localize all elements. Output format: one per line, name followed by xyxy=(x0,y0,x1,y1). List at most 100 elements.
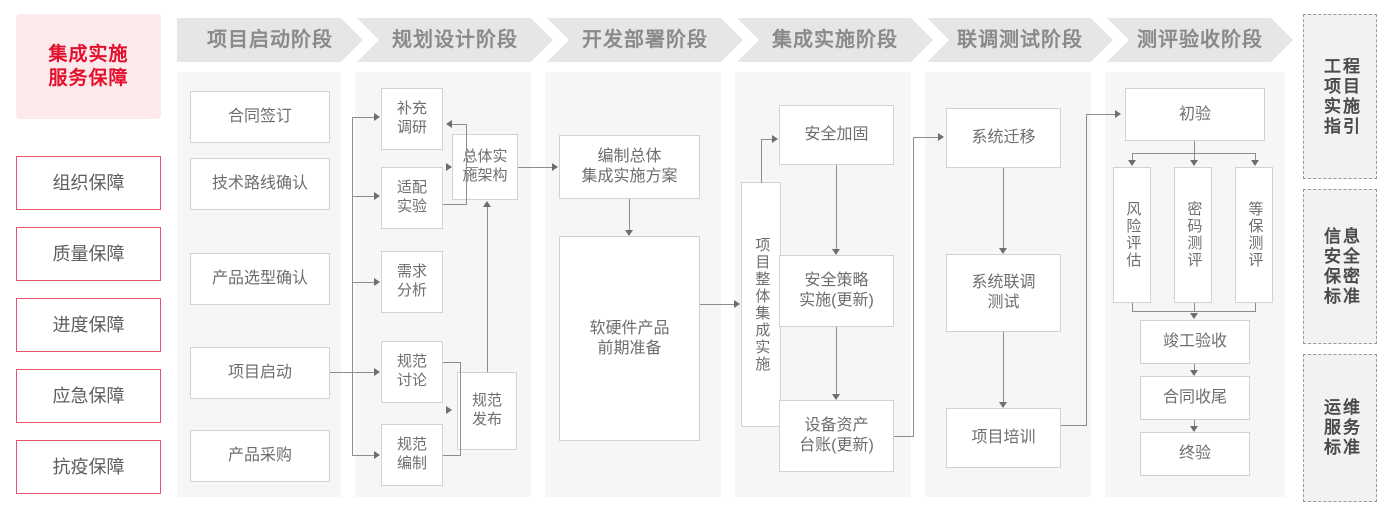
reference-ops-standard-col-left: 运服标 xyxy=(1321,398,1340,458)
conn-merge-vert-p2b xyxy=(460,362,461,455)
guarantee-item-schedule[interactable]: 进度保障 xyxy=(16,298,161,352)
phase-header-planning-design[interactable]: 规划设计阶段 xyxy=(357,18,553,62)
conn-trunk-to-spec-discussion xyxy=(352,372,376,373)
node-overall-architecture-line1: 总体实 xyxy=(462,148,508,166)
node-completion-acceptance[interactable]: 竣工验收 xyxy=(1140,320,1250,364)
node-joint-debug-test-line2: 测试 xyxy=(987,294,1020,311)
node-requirement-analysis[interactable]: 需求 分析 xyxy=(381,251,443,313)
arrow-down-to-project-training xyxy=(999,402,1007,408)
node-supplementary-research[interactable]: 补充 调研 xyxy=(381,88,443,150)
node-tech-route-confirm[interactable]: 技术路线确认 xyxy=(190,158,330,210)
conn-faninright xyxy=(1255,303,1256,312)
conn-fanout-right xyxy=(1255,153,1256,161)
node-project-training[interactable]: 项目培训 xyxy=(946,408,1061,468)
phase-header-project-kickoff[interactable]: 项目启动阶段 xyxy=(177,18,363,62)
conn-test-to-training xyxy=(1003,332,1004,402)
arrow-down-to-hw-sw-prep xyxy=(625,230,633,236)
conn-completion-to-closure xyxy=(1194,364,1195,370)
node-project-kickoff[interactable]: 项目启动 xyxy=(190,347,330,399)
reference-ops-standard-text: 维务准 运服标 xyxy=(1321,398,1359,458)
conn-spec-drafting-to-merge xyxy=(443,455,461,456)
node-asset-ledger-line2: 台账(更新) xyxy=(799,437,874,454)
node-hardware-software-preparation[interactable]: 软硬件产品 前期准备 xyxy=(559,236,700,441)
reference-operations-service-standard[interactable]: 维务准 运服标 xyxy=(1303,354,1377,502)
node-overall-architecture-line2: 施架构 xyxy=(462,167,508,184)
node-security-hardening[interactable]: 安全加固 xyxy=(779,105,894,165)
arrow-to-system-migration xyxy=(938,133,944,141)
reference-engineering-project-guide[interactable]: 程目施引 工项实指 xyxy=(1303,14,1377,179)
node-spec-release-line1: 规范 xyxy=(471,392,502,410)
node-system-joint-debug-test[interactable]: 系统联调 测试 xyxy=(946,254,1061,332)
node-overall-implementation-architecture[interactable]: 总体实 施架构 xyxy=(452,134,518,200)
conn-fanin-bar xyxy=(1132,311,1255,312)
conn-spec-release-up xyxy=(487,207,488,372)
node-integration-plan-line1: 编制总体 xyxy=(597,148,662,165)
arrow-down-to-joint-test xyxy=(999,248,1007,254)
node-security-policy-line1: 安全策略 xyxy=(804,272,869,289)
conn-plan-to-prep xyxy=(629,199,630,230)
lead-badge-integration-service-guarantee: 集成实施 服务保障 xyxy=(16,14,161,119)
guarantee-item-organization[interactable]: 组织保障 xyxy=(16,156,161,210)
node-mlps-evaluation[interactable]: 等保测评 xyxy=(1235,167,1273,303)
node-security-policy-implementation[interactable]: 安全策略 实施(更新) xyxy=(779,255,894,327)
guarantee-item-epidemic[interactable]: 抗疫保障 xyxy=(16,440,161,494)
conn-merge-vert-p2a xyxy=(466,124,467,204)
conn-trunk-to-adaptation xyxy=(352,196,376,197)
node-adaptation-test[interactable]: 适配 实验 xyxy=(381,167,443,229)
phase-header-evaluation-acceptance[interactable]: 测评验收阶段 xyxy=(1107,18,1293,62)
arrow-to-overall-integration xyxy=(734,300,740,308)
phase-header-joint-test[interactable]: 联调测试阶段 xyxy=(927,18,1113,62)
conn-integration-to-hardening xyxy=(761,139,773,140)
node-spec-release-line2: 发布 xyxy=(471,411,502,428)
arrow-to-security-hardening xyxy=(772,135,778,143)
node-risk-assessment[interactable]: 风险评估 xyxy=(1113,167,1151,303)
conn-merge-to-architecture xyxy=(466,167,478,168)
node-product-procurement[interactable]: 产品采购 xyxy=(190,430,330,482)
lead-badge-line1: 集成实施 xyxy=(48,43,129,65)
arrow-down-to-mlps-evaluation xyxy=(1251,160,1259,166)
conn-fanout-mid xyxy=(1194,153,1195,161)
node-crypto-evaluation[interactable]: 密码测评 xyxy=(1174,167,1212,303)
reference-ops-standard-col-right: 维务准 xyxy=(1340,398,1359,458)
conn-closure-to-final xyxy=(1194,420,1195,426)
arrow-to-requirement-analysis xyxy=(374,278,380,286)
node-spec-discussion[interactable]: 规范 讨论 xyxy=(381,341,443,403)
node-product-selection-confirm[interactable]: 产品选型确认 xyxy=(190,253,330,305)
arrow-down-to-crypto-evaluation xyxy=(1190,160,1198,166)
conn-training-right xyxy=(1061,425,1087,426)
node-integration-implementation-plan[interactable]: 编制总体 集成实施方案 xyxy=(559,135,700,199)
conn-hardening-to-policy xyxy=(836,165,837,249)
conn-trunk-to-requirement xyxy=(352,282,376,283)
node-contract-sign[interactable]: 合同签订 xyxy=(190,91,330,143)
node-initial-acceptance[interactable]: 初验 xyxy=(1125,88,1265,141)
conn-trunk-to-spec-drafting xyxy=(352,455,376,456)
reference-infosec-standard-col-left: 信安保标 xyxy=(1321,226,1340,307)
node-supplementary-research-line2: 调研 xyxy=(396,119,427,136)
node-system-migration[interactable]: 系统迁移 xyxy=(946,108,1061,168)
conn-integration-up xyxy=(761,139,762,183)
arrow-down-to-asset-ledger xyxy=(832,394,840,400)
phase-header-integration-impl[interactable]: 集成实施阶段 xyxy=(737,18,933,62)
node-asset-ledger-update[interactable]: 设备资产 台账(更新) xyxy=(779,400,894,472)
node-spec-release[interactable]: 规范 发布 xyxy=(457,372,517,450)
reference-information-security-standard[interactable]: 息全密准 信安保标 xyxy=(1303,189,1377,344)
conn-faninmid xyxy=(1194,303,1195,312)
conn-trunk-phase2 xyxy=(352,117,353,455)
conn-initial-fanout-bar xyxy=(1132,153,1255,154)
arrow-back-to-supplementary xyxy=(446,120,452,128)
node-overall-project-integration[interactable]: 项目整体集成实施 xyxy=(741,182,781,427)
arrow-down-to-completion-acceptance xyxy=(1190,313,1198,319)
arrow-to-overall-architecture xyxy=(446,163,452,171)
guarantee-item-emergency[interactable]: 应急保障 xyxy=(16,369,161,423)
node-spec-drafting[interactable]: 规范 编制 xyxy=(381,424,443,486)
phase-header-dev-deploy[interactable]: 开发部署阶段 xyxy=(547,18,743,62)
guarantee-item-quality[interactable]: 质量保障 xyxy=(16,227,161,281)
reference-engineering-guide-col-right: 程目施引 xyxy=(1340,56,1359,137)
node-asset-ledger-line1: 设备资产 xyxy=(804,417,869,434)
node-final-acceptance[interactable]: 终验 xyxy=(1140,432,1250,476)
node-contract-closure[interactable]: 合同收尾 xyxy=(1140,376,1250,420)
arrow-down-to-contract-closure xyxy=(1190,370,1198,376)
node-adaptation-test-line1: 适配 xyxy=(396,179,427,197)
arrow-to-initial-acceptance xyxy=(1115,110,1121,118)
reference-engineering-guide-col-left: 工项实指 xyxy=(1321,56,1340,137)
